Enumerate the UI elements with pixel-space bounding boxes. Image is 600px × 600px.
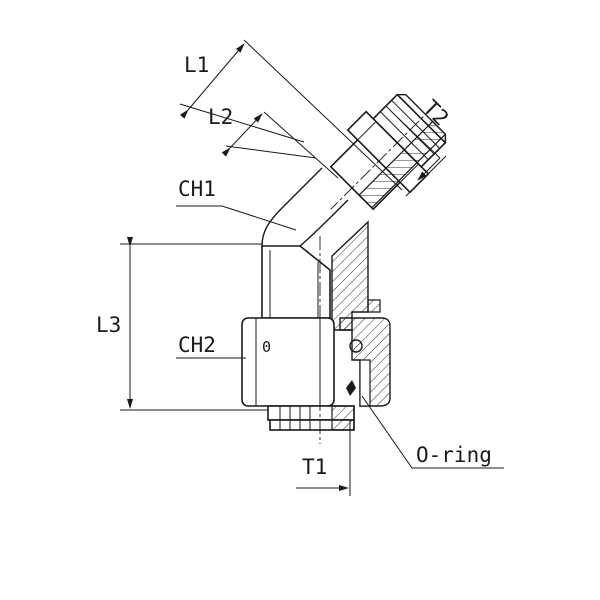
label-l2: L2 [208,105,233,129]
label-o-ring: O-ring [416,443,492,467]
dimension-l1: L1 [179,39,403,191]
dimension-l2: L2 [208,105,339,179]
dimension-t1: T1 [296,420,351,496]
callout-ch1: CH1 [176,177,297,231]
label-ch1: CH1 [178,177,216,201]
label-l1: L1 [184,53,209,77]
callout-ch2: CH2 [176,333,246,359]
label-l3: L3 [96,313,121,337]
swivel-nut: 0 [241,317,391,407]
tube-end [267,236,355,444]
callout-o-ring: O-ring [361,395,504,469]
label-ch2: CH2 [178,333,216,357]
dimension-l3: L3 [96,237,268,411]
nut-mark: 0 [262,338,271,356]
label-t1: T1 [302,455,327,479]
o-ring [346,339,363,396]
